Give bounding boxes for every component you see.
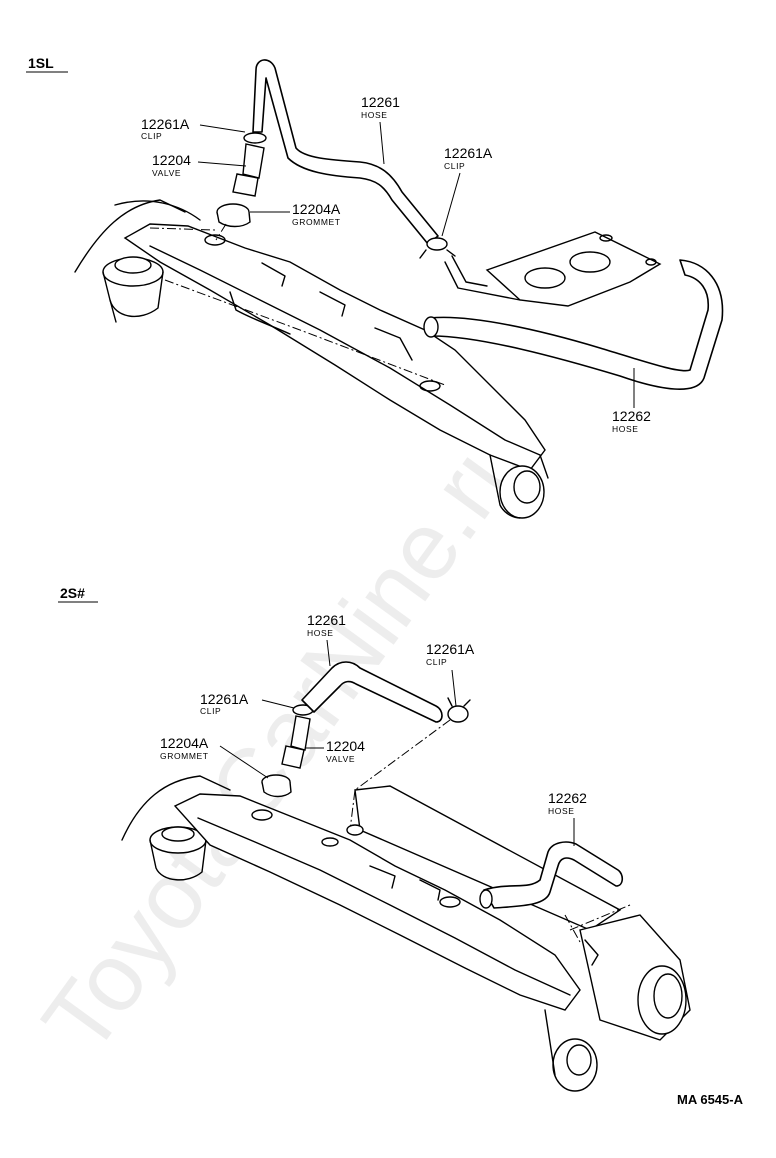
hose-12262 [429,259,724,390]
svg-text:CLIP: CLIP [200,706,221,716]
section-2s: 2S# [58,585,691,1092]
callout-12262-hose: 12262 HOSE [548,790,587,846]
svg-text:VALVE: VALVE [152,168,181,178]
callout-12261a-clip: 12261A CLIP [200,691,295,716]
callout-12204-valve: 12204 VALVE [152,152,247,178]
svg-text:12262: 12262 [612,408,651,424]
engine-illustration [121,719,691,1092]
drawing-code: MA 6545-A [677,1092,744,1107]
svg-text:12261A: 12261A [426,641,475,657]
section-label: 2S# [60,585,85,601]
svg-text:HOSE: HOSE [612,424,639,434]
svg-text:HOSE: HOSE [307,628,334,638]
svg-text:12204: 12204 [326,738,365,754]
callout-12261a-clip-2: 12261A CLIP [426,641,475,707]
svg-text:HOSE: HOSE [548,806,575,816]
callout-12262-hose: 12262 HOSE [612,368,651,434]
section-1sl: 1SL [26,55,724,519]
svg-text:VALVE: VALVE [326,754,355,764]
svg-text:GROMMET: GROMMET [160,751,209,761]
svg-text:12204A: 12204A [160,735,209,751]
callout-12261a-clip: 12261A CLIP [141,116,246,141]
callout-12204a-grommet: 12204A GROMMET [160,735,269,779]
svg-text:12261A: 12261A [444,145,493,161]
throttle-body [444,231,662,307]
svg-text:HOSE: HOSE [361,110,388,120]
hose-12261 [301,661,443,723]
pcv-valve-assembly [261,704,314,798]
watermark-text: ToyotaCarNine.ru [22,405,548,1072]
svg-text:12261: 12261 [361,94,400,110]
callout-12261-hose: 12261 HOSE [307,612,346,667]
svg-text:CLIP: CLIP [444,161,465,171]
section-label: 1SL [28,55,54,71]
callout-12261a-clip-2: 12261A CLIP [441,145,493,237]
svg-text:12204: 12204 [152,152,191,168]
svg-text:CLIP: CLIP [141,131,162,141]
callout-12204a-grommet: 12204A GROMMET [250,201,341,227]
clip-icon [426,237,448,251]
hose-12262 [483,841,624,909]
svg-text:GROMMET: GROMMET [292,217,341,227]
hose-12261 [252,59,439,245]
svg-text:12261: 12261 [307,612,346,628]
engine-illustration [74,199,549,519]
svg-text:12262: 12262 [548,790,587,806]
pcv-valve-assembly [215,132,267,241]
svg-text:12261A: 12261A [200,691,249,707]
svg-text:12204A: 12204A [292,201,341,217]
clip-icon [447,705,469,723]
callout-12204-valve: 12204 VALVE [305,738,365,764]
callout-12261-hose: 12261 HOSE [361,94,400,165]
svg-text:CLIP: CLIP [426,657,447,667]
svg-text:12261A: 12261A [141,116,190,132]
